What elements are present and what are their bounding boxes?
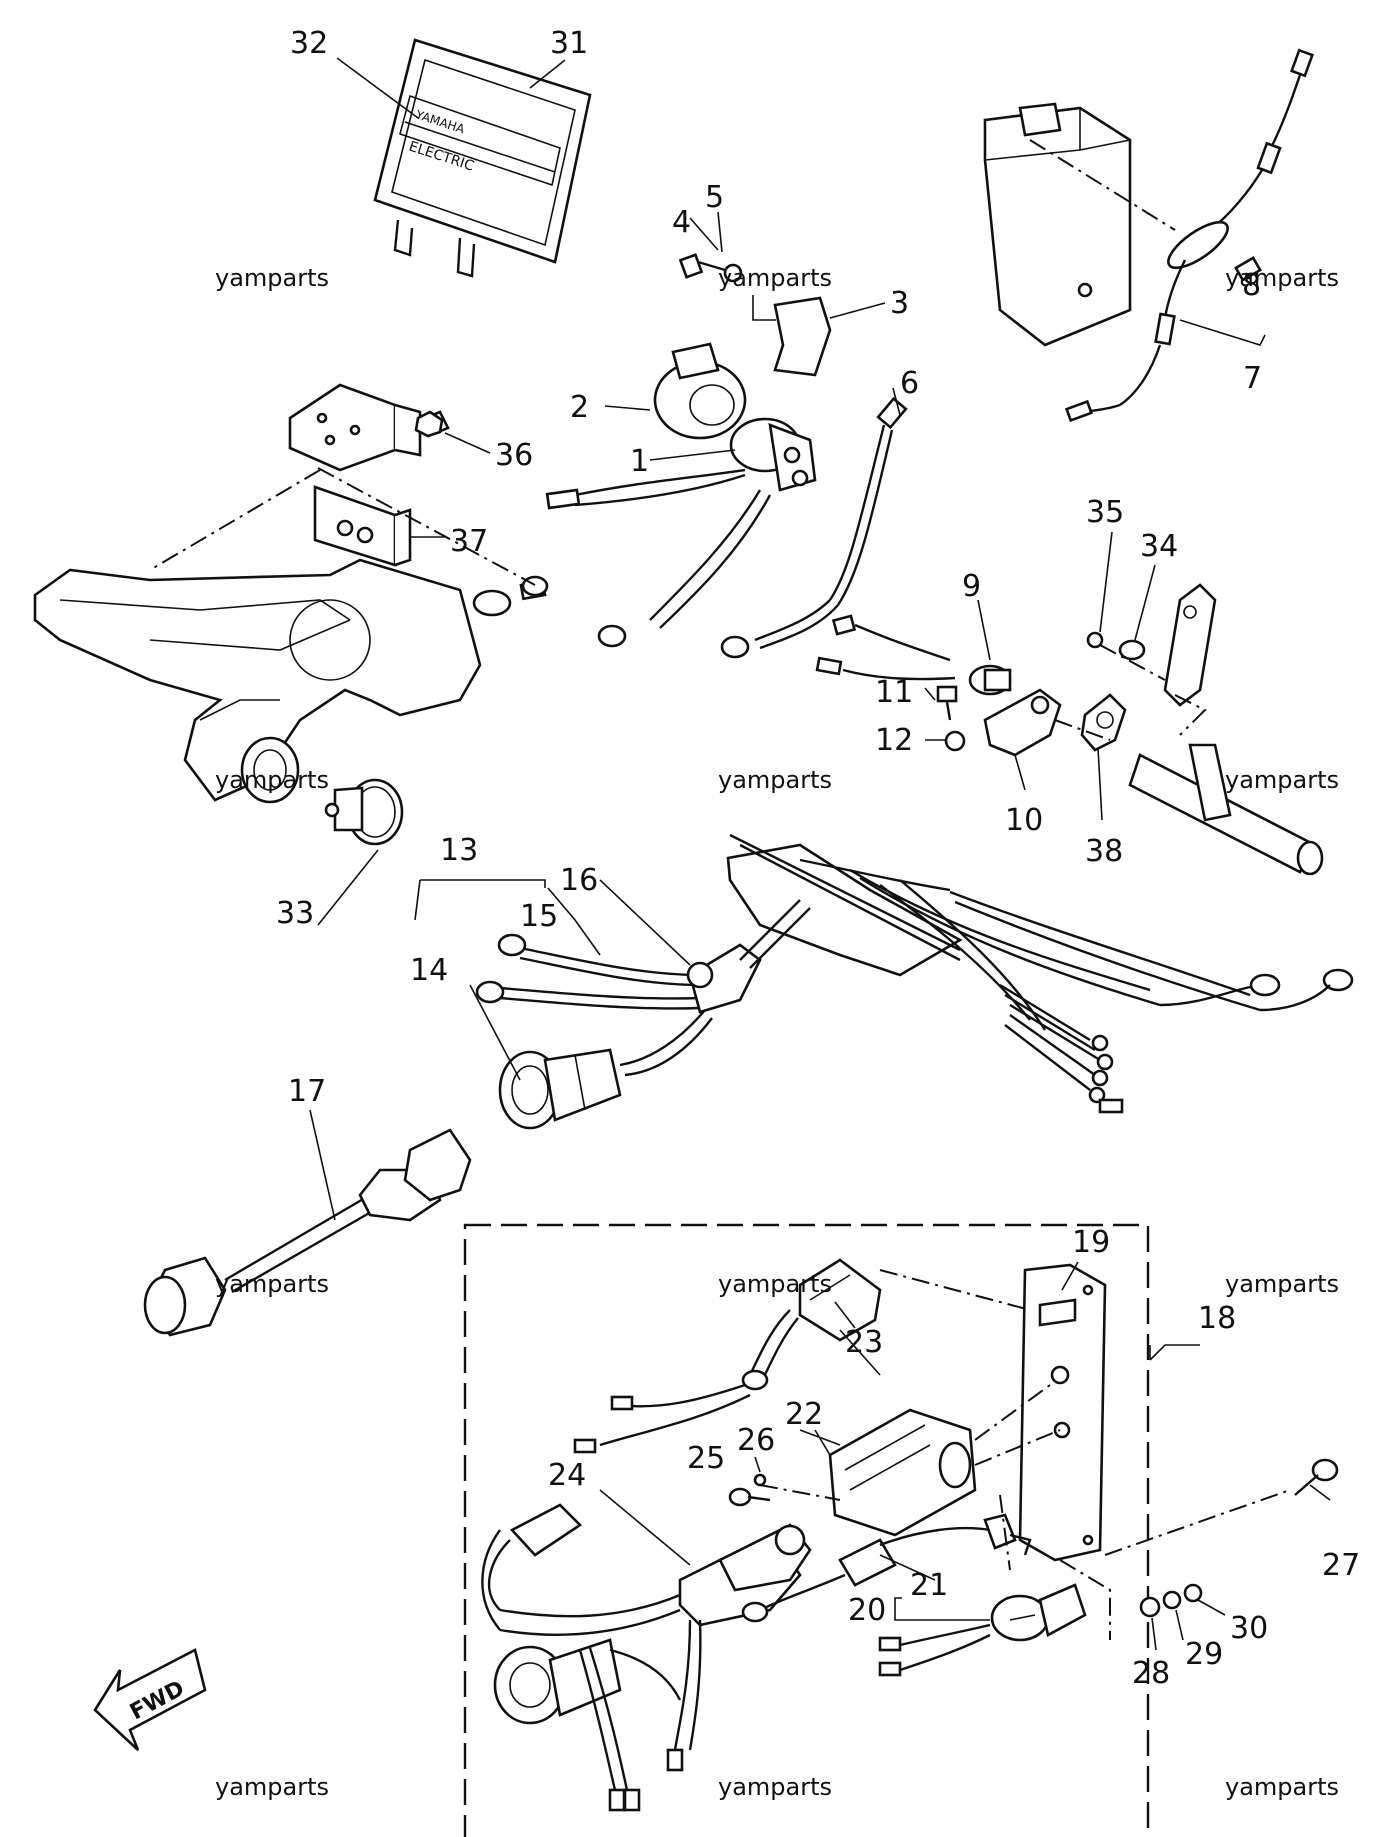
washer-part-30 [1183, 1583, 1203, 1603]
terminal-block-part-37 [313, 485, 412, 567]
watermark: yamparts [1225, 264, 1339, 292]
callout-18: 18 [1198, 1301, 1236, 1336]
callout-35: 35 [1086, 495, 1124, 530]
callout-16: 16 [560, 863, 598, 898]
watermark: yamparts [215, 1773, 329, 1801]
callout-7: 7 [1243, 361, 1262, 396]
watermark: yamparts [1225, 766, 1339, 794]
switch-bracket-part-22 [828, 1408, 977, 1537]
nut-part-12 [944, 730, 966, 752]
callout-30: 30 [1230, 1611, 1268, 1646]
callout-21: 21 [910, 1568, 948, 1603]
shift-cam-part-38 [1080, 693, 1127, 752]
callout-8: 8 [1242, 268, 1261, 303]
switch-part-23 [573, 1258, 882, 1454]
watermark: yamparts [215, 264, 329, 292]
relay-cover-part-2 [653, 342, 747, 440]
nut-part-36 [414, 410, 444, 438]
bolt-part-11 [936, 685, 958, 721]
callout-numbers: 32 31 5 4 3 8 7 2 6 1 36 37 35 34 9 11 1… [276, 26, 1360, 1691]
watermark: yamparts [718, 1773, 832, 1801]
callout-20: 20 [848, 1593, 886, 1628]
clip-part-35 [1086, 631, 1104, 649]
extension-cable-part-17 [143, 1128, 472, 1337]
callout-10: 10 [1005, 803, 1043, 838]
callout-33: 33 [276, 896, 314, 931]
watermark: yamparts [1225, 1773, 1339, 1801]
callout-17: 17 [288, 1074, 326, 1109]
callout-12: 12 [875, 723, 913, 758]
callout-14: 14 [410, 953, 448, 988]
label-plate-part-31: YAMAHA ELECTRIC [373, 38, 592, 278]
watermark: yamparts [215, 766, 329, 794]
washer-part-29 [1162, 1590, 1182, 1610]
callout-38: 38 [1085, 834, 1123, 869]
callout-37: 37 [450, 524, 488, 559]
bolt-part-4 [678, 253, 726, 279]
screw-part-25 [728, 1487, 771, 1507]
remote-switch-kit-frame [463, 1223, 1150, 1837]
shift-lever-part-34 [1118, 583, 1217, 707]
kill-switch-lanyard-part-21 [741, 1513, 1032, 1623]
callout-27: 27 [1322, 1548, 1360, 1583]
callout-6: 6 [900, 366, 919, 401]
callout-29: 29 [1185, 1637, 1223, 1672]
fuse-lead-part-7 [1029, 48, 1315, 423]
harness-wires-part-15 [475, 899, 811, 1077]
battery-box [983, 102, 1132, 347]
cap-part-33 [324, 778, 404, 846]
leader-lines [410, 211, 1156, 1621]
washer-part-26 [753, 1473, 767, 1487]
watermark: yamparts [215, 1270, 329, 1298]
callout-15: 15 [520, 899, 558, 934]
fuse-part-8 [1234, 256, 1262, 282]
callout-4: 4 [672, 205, 691, 240]
main-harness [726, 833, 1354, 1114]
nut-part-28 [1139, 1596, 1161, 1618]
callout-28: 28 [1132, 1656, 1170, 1691]
watermark: yamparts [718, 766, 832, 794]
callout-13: 13 [440, 833, 478, 868]
main-harness-plug-part-14 [498, 1048, 622, 1130]
relay-bracket-part-3 [752, 295, 832, 377]
screw-part-27 [1294, 1458, 1339, 1496]
callout-34: 34 [1140, 529, 1178, 564]
callout-11: 11 [875, 675, 913, 710]
callout-26: 26 [737, 1423, 775, 1458]
callout-9: 9 [962, 569, 981, 604]
callout-5: 5 [705, 180, 724, 215]
screw-and-collar [472, 575, 549, 617]
callout-32: 32 [290, 26, 328, 61]
shift-rod [1128, 743, 1324, 876]
starter-relay-part-1 [545, 417, 817, 648]
watermark: yamparts [1225, 1270, 1339, 1298]
callout-24: 24 [548, 1458, 586, 1493]
neutral-switch-part-9 [815, 614, 1012, 696]
fwd-arrow: FWD [93, 1648, 207, 1751]
engine-bottom-cowl [33, 558, 482, 804]
battery-cable-part-6 [720, 396, 908, 659]
callout-19: 19 [1072, 1225, 1110, 1260]
callout-31: 31 [550, 26, 588, 61]
mounting-plate-part-19 [1018, 1263, 1107, 1562]
callout-25: 25 [687, 1441, 725, 1476]
watermark: yamparts [718, 1270, 832, 1298]
callout-36: 36 [495, 438, 533, 473]
watermark: yamparts [718, 264, 832, 292]
stop-switch-part-20 [878, 1583, 1087, 1677]
watermarks: yamparts yamparts yamparts yamparts yamp… [215, 264, 1339, 1801]
callout-3: 3 [890, 286, 909, 321]
callout-23: 23 [845, 1325, 883, 1360]
washer-part-5 [723, 263, 743, 283]
callout-1: 1 [630, 444, 649, 479]
callout-2: 2 [570, 390, 589, 425]
switch-bracket-part-10 [983, 688, 1062, 757]
callout-22: 22 [785, 1397, 823, 1432]
main-switch-harness-part-24 [481, 1503, 812, 1812]
